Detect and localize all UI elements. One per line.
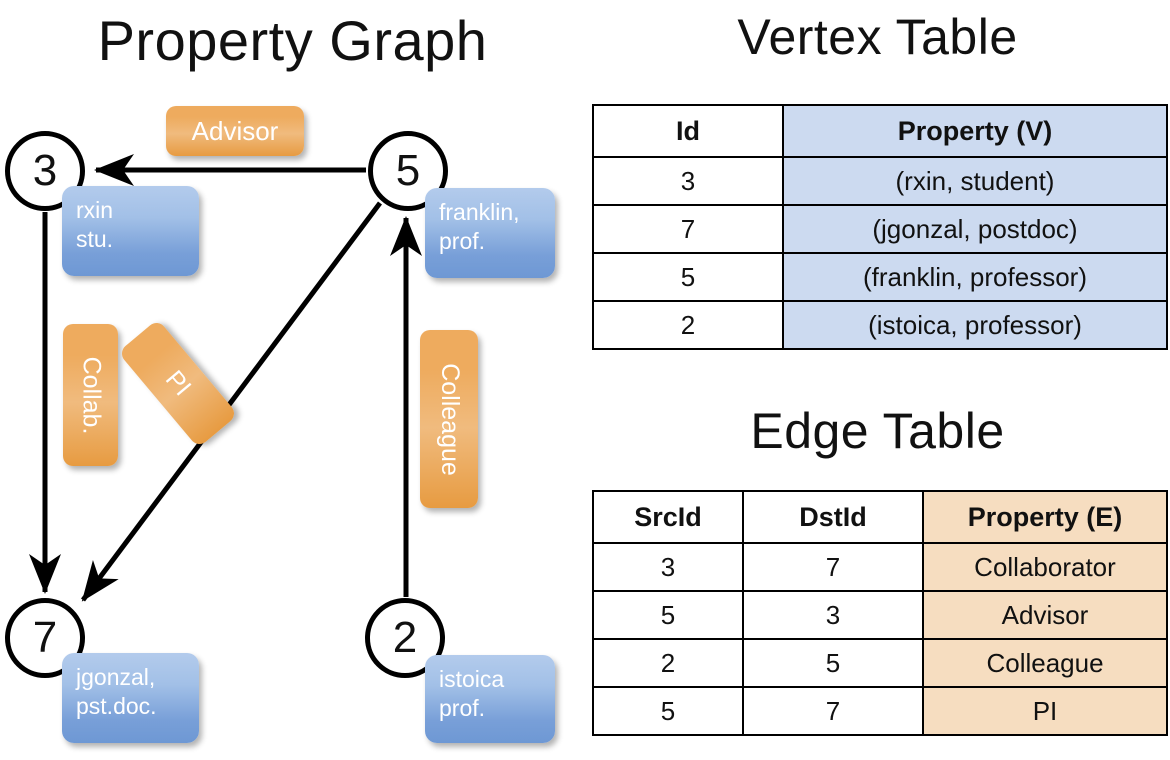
edge-cell-property: PI [922, 686, 1168, 736]
vertex-property-box-5: franklin, prof. [425, 188, 555, 278]
edge-label-colleague-text: Colleague [435, 362, 464, 476]
vertex-cell-id: 7 [592, 204, 784, 254]
edge-cell-srcid: 5 [592, 590, 744, 640]
vertex-node-2[interactable]: 2 [365, 598, 445, 678]
edge-cell-property: Collaborator [922, 542, 1168, 592]
edge-label-pi-text: PI [160, 365, 197, 402]
table-row[interactable]: 5 7 PI [592, 686, 1168, 736]
vertex-table-header-row: Id Property (V) [592, 104, 1168, 158]
edge-table-header-row: SrcId DstId Property (E) [592, 490, 1168, 544]
table-row[interactable]: 3 (rxin, student) [592, 156, 1168, 206]
vertex-cell-id: 2 [592, 300, 784, 350]
vertex-property-box-7: jgonzal, pst.doc. [62, 653, 199, 743]
edge-cell-srcid: 2 [592, 638, 744, 688]
page-title-property-graph: Property Graph [97, 9, 488, 72]
edge-table-header-property: Property (E) [922, 490, 1168, 544]
edge-label-collab: Collab. [63, 324, 118, 466]
vertex-cell-property: (jgonzal, postdoc) [782, 204, 1168, 254]
property-graph-canvas: 3 5 7 2 rxin stu. franklin, prof. jgonza… [5, 106, 555, 743]
page-title-edge-table: Edge Table [750, 403, 1005, 459]
edge-table: SrcId DstId Property (E) 3 7 Collaborato… [592, 490, 1168, 736]
edge-cell-srcid: 5 [592, 686, 744, 736]
vertex-table: Id Property (V) 3 (rxin, student) 7 (jgo… [592, 104, 1168, 350]
table-row[interactable]: 2 5 Colleague [592, 638, 1168, 688]
edge-cell-srcid: 3 [592, 542, 744, 592]
page-title-vertex-table: Vertex Table [737, 9, 1018, 65]
edge-cell-dstid: 3 [742, 590, 924, 640]
vertex-node-5[interactable]: 5 [368, 131, 448, 211]
edge-cell-property: Advisor [922, 590, 1168, 640]
vertex-property-box-3: rxin stu. [62, 186, 199, 276]
table-row[interactable]: 3 7 Collaborator [592, 542, 1168, 592]
edge-cell-dstid: 7 [742, 542, 924, 592]
graph-edge-lines [29, 154, 422, 602]
edge-label-advisor-text: Advisor [191, 115, 279, 146]
edge-label-collab-text: Collab. [77, 356, 106, 434]
vertex-cell-id: 3 [592, 156, 784, 206]
table-row[interactable]: 5 (franklin, professor) [592, 252, 1168, 302]
edge-cell-dstid: 5 [742, 638, 924, 688]
vertex-cell-property: (franklin, professor) [782, 252, 1168, 302]
edge-cell-property: Colleague [922, 638, 1168, 688]
edge-cell-dstid: 7 [742, 686, 924, 736]
edge-table-header-dstid: DstId [742, 490, 924, 544]
vertex-cell-property: (istoica, professor) [782, 300, 1168, 350]
vertex-property-box-2: istoica prof. [425, 655, 555, 743]
vertex-table-header-id: Id [592, 104, 784, 158]
edge-table-header-srcid: SrcId [592, 490, 744, 544]
edge-label-advisor: Advisor [166, 106, 304, 156]
table-row[interactable]: 5 3 Advisor [592, 590, 1168, 640]
vertex-cell-property: (rxin, student) [782, 156, 1168, 206]
table-row[interactable]: 2 (istoica, professor) [592, 300, 1168, 350]
vertex-cell-id: 5 [592, 252, 784, 302]
table-row[interactable]: 7 (jgonzal, postdoc) [592, 204, 1168, 254]
edge-arrow-5-to-7 [80, 201, 383, 602]
vertex-table-header-property: Property (V) [782, 104, 1168, 158]
edge-label-colleague: Colleague [420, 330, 478, 508]
